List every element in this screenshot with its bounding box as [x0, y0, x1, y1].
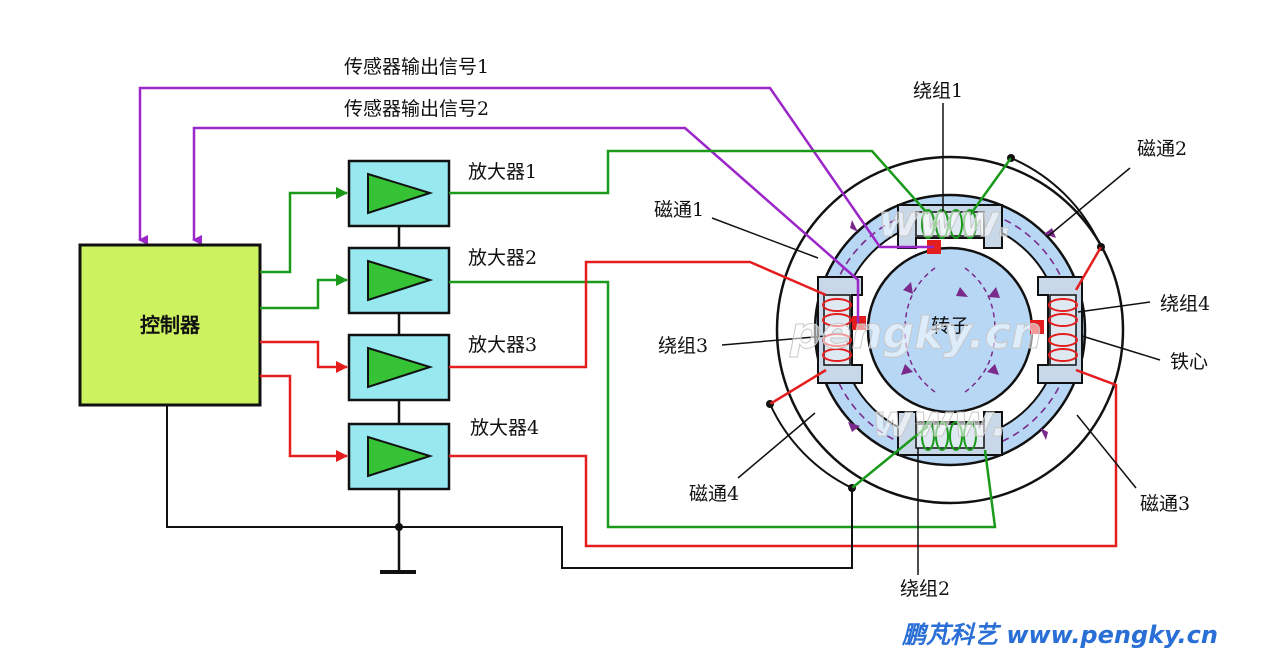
flux-4-label: 磁通4: [689, 483, 739, 505]
winding-coil-top: [921, 209, 977, 239]
winding-coil-bottom: [921, 421, 977, 451]
winding-coil-right: [1048, 298, 1078, 362]
winding-coil-left: [822, 298, 852, 362]
junction-dot: [395, 523, 403, 531]
brand-footer: 鹏芃科艺 www.pengky.cn: [901, 621, 1218, 649]
motor: [766, 154, 1125, 505]
flux-arrowheads: [848, 220, 1056, 440]
sensor-signal-2-line: [192, 126, 860, 323]
rotor-label: 转子: [931, 315, 969, 337]
sensor-signal-1-line: [138, 86, 934, 249]
controller-block: 控制器: [78, 243, 262, 407]
amplifier-1: [347, 159, 451, 228]
outer-arc: [775, 155, 1125, 505]
amplifier-2: [347, 246, 451, 315]
winding-2-label: 绕组2: [900, 578, 950, 600]
common-lines: [166, 157, 1102, 569]
amplifier-4-label: 放大器4: [470, 417, 539, 439]
watermark-www-bottom: www.: [872, 396, 1008, 447]
amplifier-2-label: 放大器2: [468, 247, 537, 269]
sensor-right: [1030, 320, 1044, 334]
watermark-www-top: www.: [878, 196, 1014, 247]
amplifier-3-label: 放大器3: [468, 334, 537, 356]
winding-4-label: 绕组4: [1160, 293, 1210, 315]
watermarks: www. pengky.cn www.: [789, 196, 1043, 448]
flux-1-label: 磁通1: [654, 199, 704, 221]
control-lines-red: [260, 340, 348, 462]
amplifier-3: [347, 333, 451, 402]
labels: 传感器输出信号1 传感器输出信号2 放大器1 放大器2 放大器3 放大器4 绕组…: [344, 56, 1210, 600]
flux-2-label: 磁通2: [1137, 138, 1187, 160]
sensor-lines: [138, 86, 934, 323]
amplifier-1-label: 放大器1: [468, 161, 537, 183]
leader-lines: [711, 103, 1161, 575]
sensor-signal-2-label: 传感器输出信号2: [344, 98, 489, 120]
sensor-signal-1-label: 传感器输出信号1: [344, 56, 489, 78]
controller-label: 控制器: [140, 313, 201, 337]
watermark-middle: pengky.cn: [789, 308, 1042, 359]
iron-core-label: 铁心: [1170, 351, 1208, 373]
winding-3-label: 绕组3: [658, 335, 708, 357]
flux-3-label: 磁通3: [1140, 493, 1190, 515]
control-lines-green: [260, 187, 348, 310]
drive-lines-green: [449, 149, 1013, 529]
winding-1-label: 绕组1: [913, 80, 963, 102]
amplifier-4: [347, 422, 451, 491]
flux-arrows-rotor: [904, 267, 996, 393]
